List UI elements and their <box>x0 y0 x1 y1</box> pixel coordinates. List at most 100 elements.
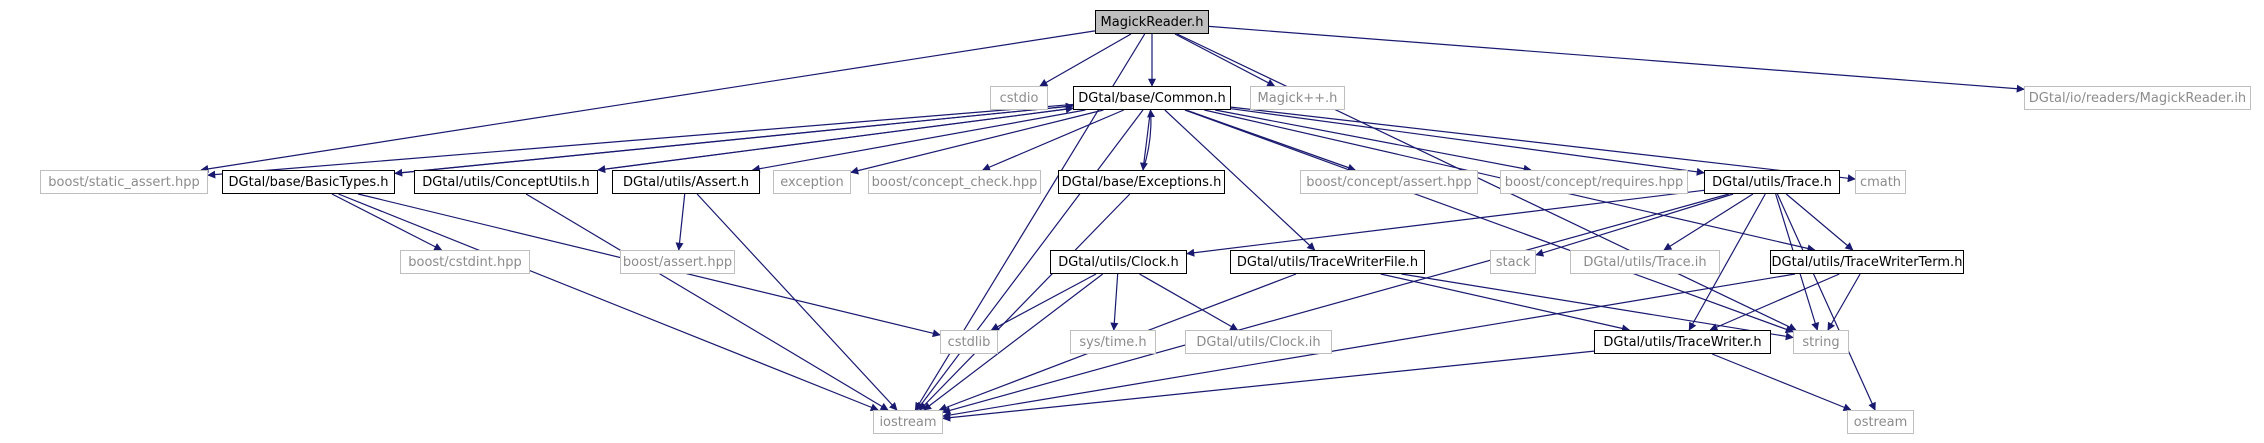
edge-common-to-cmath <box>1230 106 1856 183</box>
edge-trace-to-tracewriter <box>1688 193 1766 331</box>
node-string: string <box>1793 330 1849 354</box>
node-twterm[interactable]: DGtal/utils/TraceWriterTerm.h <box>1770 250 1964 274</box>
edge-magick-to-static_assert <box>200 30 1096 173</box>
node-conceptutils[interactable]: DGtal/utils/ConceptUtils.h <box>414 170 598 194</box>
node-label: stack <box>1495 254 1531 270</box>
node-trace[interactable]: DGtal/utils/Trace.h <box>1704 170 1840 194</box>
edge-assert_h-to-boost_assert <box>675 193 686 251</box>
edge-clock-to-iostream <box>923 273 1104 411</box>
edge-twfile-to-tracewriter <box>1380 273 1631 333</box>
node-magickih: DGtal/io/readers/MagickReader.ih <box>2024 86 2251 110</box>
node-label: ostream <box>1853 414 1908 430</box>
node-label: MagickReader.h <box>1100 14 1204 30</box>
node-magick[interactable]: MagickReader.h <box>1095 10 1209 34</box>
edge-common-to-trace <box>1230 108 1705 176</box>
edge-trace-to-iostream <box>942 193 1729 415</box>
edge-common-to-string <box>1184 109 1794 334</box>
node-label: cstdio <box>999 90 1039 106</box>
edge-trace-to-clock <box>1186 189 1705 257</box>
node-label: DGtal/base/BasicTypes.h <box>228 174 389 190</box>
node-cmath: cmath <box>1855 170 1906 194</box>
node-label: DGtal/utils/TraceWriterTerm.h <box>1771 254 1963 270</box>
edge-common-to-iostream <box>916 109 1144 411</box>
edge-magick-to-magickih <box>1208 25 2025 93</box>
node-label: cstdlib <box>947 334 991 350</box>
edge-clock-to-cstdlib <box>990 273 1097 331</box>
node-label: boost/concept/assert.hpp <box>1306 174 1472 190</box>
node-label: DGtal/utils/ConceptUtils.h <box>422 174 590 190</box>
node-label: DGtal/utils/Assert.h <box>622 174 750 190</box>
edge-clock-to-systime <box>1110 273 1119 331</box>
node-label: DGtal/base/Exceptions.h <box>1061 174 1222 190</box>
edge-common-to-assert_h <box>751 109 1086 173</box>
edge-common-to-exception <box>850 109 1104 175</box>
node-label: Magick++.h <box>1257 90 1338 106</box>
edge-common-to-concept_check <box>981 109 1125 171</box>
node-label: DGtal/utils/TraceWriter.h <box>1603 334 1762 350</box>
edge-twterm-to-string <box>1827 273 1861 331</box>
edge-tracewriter-to-ostream <box>1711 353 1852 412</box>
node-concept_requires: boost/concept/requires.hpp <box>1500 170 1688 194</box>
node-boost_assert: boost/assert.hpp <box>620 250 735 274</box>
edge-exceptions-to-common <box>1142 109 1156 171</box>
node-cstdint: boost/cstdint.hpp <box>400 250 530 274</box>
edge-conceptutils-to-common <box>597 105 1074 171</box>
node-label: DGtal/base/Common.h <box>1078 90 1226 106</box>
node-tracewriter[interactable]: DGtal/utils/TraceWriter.h <box>1594 330 1771 354</box>
node-assert_h[interactable]: DGtal/utils/Assert.h <box>612 170 760 194</box>
edge-twterm-to-iostream <box>942 273 1796 419</box>
node-static_assert: boost/static_assert.hpp <box>40 170 208 194</box>
node-common[interactable]: DGtal/base/Common.h <box>1073 86 1231 110</box>
edge-assert_h-to-iostream <box>696 193 898 411</box>
node-label: sys/time.h <box>1079 334 1147 350</box>
node-ostream: ostream <box>1847 410 1914 434</box>
edge-trace-to-stack <box>1535 193 1734 257</box>
node-concept_assert: boost/concept/assert.hpp <box>1300 170 1478 194</box>
edge-basictypes-to-cstdint <box>331 193 443 251</box>
node-label: string <box>1802 334 1840 350</box>
node-traceih: DGtal/utils/Trace.ih <box>1570 250 1720 274</box>
edge-tracewriter-to-iostream <box>942 350 1595 422</box>
node-label: DGtal/utils/Trace.ih <box>1583 254 1707 270</box>
edge-exceptions-to-iostream <box>919 193 1131 411</box>
node-systime: sys/time.h <box>1070 330 1156 354</box>
node-clockih: DGtal/utils/Clock.ih <box>1185 330 1332 354</box>
edge-clock-to-clockih <box>1139 273 1239 331</box>
edge-magick-to-cstdio <box>1039 33 1132 87</box>
edge-common-to-static_assert <box>207 103 1074 179</box>
edge-trace-to-traceih <box>1663 193 1754 251</box>
edge-twterm-to-tracewriter <box>1709 273 1840 331</box>
node-label: DGtal/utils/Clock.ih <box>1196 334 1321 350</box>
node-label: DGtal/io/readers/MagickReader.ih <box>2028 90 2247 106</box>
edge-common-to-twfile <box>1164 109 1316 251</box>
node-iostream: iostream <box>873 410 943 434</box>
edge-basictypes-to-common <box>394 102 1074 174</box>
edge-magick-to-magickpp <box>1174 33 1276 87</box>
node-label: DGtal/utils/Trace.h <box>1712 174 1832 190</box>
node-basictypes[interactable]: DGtal/base/BasicTypes.h <box>222 170 395 194</box>
node-concept_check: boost/concept_check.hpp <box>868 170 1041 194</box>
node-label: exception <box>780 174 844 190</box>
edge-magick-to-iostream <box>914 33 1146 411</box>
edge-common-to-concept_requires <box>1215 109 1532 173</box>
edge-trace-to-twterm <box>1785 193 1854 251</box>
node-label: iostream <box>879 414 937 430</box>
node-exceptions[interactable]: DGtal/base/Exceptions.h <box>1058 170 1225 194</box>
edge-twfile-to-string <box>1401 273 1794 341</box>
node-magickpp: Magick++.h <box>1250 86 1345 110</box>
edge-trace-to-ostream <box>1776 193 1876 411</box>
node-label: cmath <box>1859 174 1902 190</box>
node-stack: stack <box>1490 250 1536 274</box>
edge-basictypes-to-iostream <box>338 193 879 412</box>
node-cstdlib: cstdlib <box>940 330 998 354</box>
node-label: boost/concept_check.hpp <box>871 174 1038 190</box>
node-exception: exception <box>773 170 851 194</box>
node-clock[interactable]: DGtal/utils/Clock.h <box>1050 250 1187 274</box>
node-cstdio: cstdio <box>990 86 1048 110</box>
node-label: DGtal/utils/Clock.h <box>1058 254 1179 270</box>
node-label: boost/static_assert.hpp <box>48 174 200 190</box>
node-label: DGtal/utils/TraceWriterFile.h <box>1236 254 1419 270</box>
node-twfile[interactable]: DGtal/utils/TraceWriterFile.h <box>1230 250 1425 274</box>
edge-conceptutils-to-iostream <box>525 193 889 411</box>
